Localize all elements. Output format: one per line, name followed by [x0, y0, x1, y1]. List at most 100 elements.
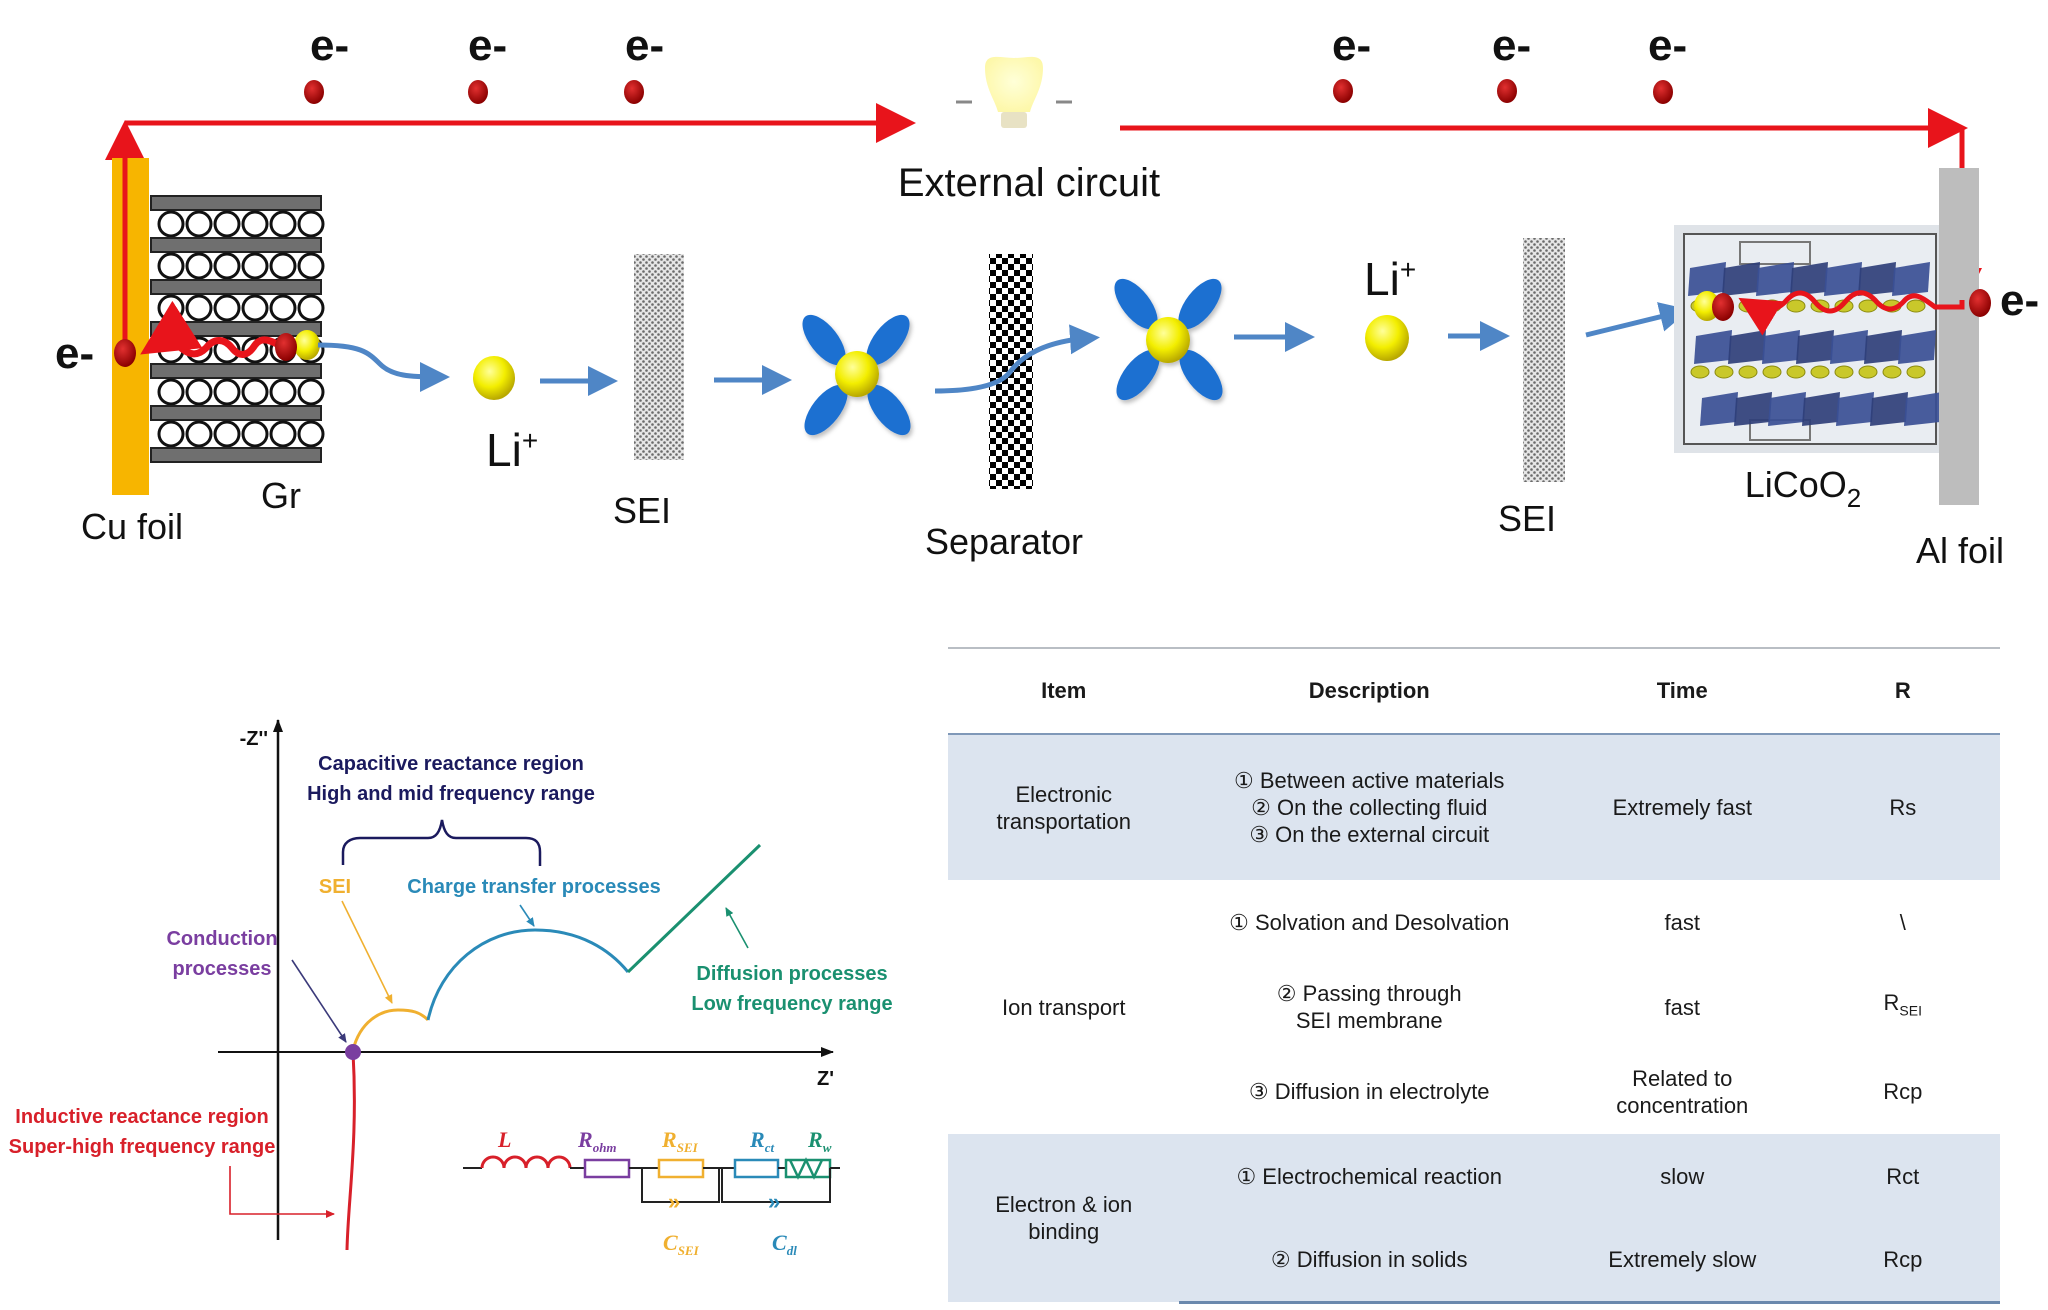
intercalation-site	[213, 378, 241, 406]
cell-description: ② Diffusion in solids	[1179, 1219, 1559, 1304]
table-row: Electron & ion binding ① Electrochemical…	[948, 1134, 2000, 1302]
intercalation-site	[157, 210, 185, 238]
li-ion	[1365, 315, 1409, 361]
coo6-octahedron	[1802, 392, 1840, 426]
conduction-label-line2: processes	[173, 958, 272, 980]
sei-pointer-arrow	[341, 900, 393, 1004]
charge-transfer-semicircle	[426, 928, 630, 1021]
y-axis-label: -Z''	[240, 728, 268, 750]
electron: e-	[1648, 21, 1687, 104]
impedance-process-table: Item Description Time R Electronic trans…	[948, 647, 2000, 1304]
sei-layer-anode	[634, 254, 684, 460]
solvated-li-ion	[802, 314, 911, 436]
ion-arrow	[1585, 302, 1690, 338]
charge-transfer-pointer-arrow	[519, 904, 535, 927]
electron: e-	[1492, 21, 1531, 103]
cell-description: ① Solvation and Desolvation	[1229, 910, 1510, 935]
coo6-octahedron	[1824, 262, 1862, 296]
electron-cathode	[1712, 293, 1734, 321]
intercalation-site	[241, 420, 269, 448]
intercalation-site	[157, 252, 185, 280]
table-header-row: Item Description Time R	[948, 647, 2000, 735]
cell-time: fast	[1664, 910, 1700, 935]
intercalation-site	[269, 420, 297, 448]
cell-time: slow	[1558, 1134, 1806, 1219]
li-site	[1690, 365, 1710, 379]
coo6-octahedron	[1858, 262, 1896, 296]
resistor-R-ct	[733, 1158, 780, 1179]
coo6-octahedron	[1892, 262, 1930, 296]
cell-r: Rcp	[1883, 1079, 1923, 1104]
licoo2-cathode	[1674, 225, 1944, 453]
al-foil	[1939, 168, 1979, 505]
coo6-octahedron	[1762, 330, 1800, 364]
table-row: ③ Diffusion in electrolyte Related to co…	[948, 1049, 2000, 1134]
inductive-curve	[345, 1051, 356, 1251]
solvated-li-ion	[1114, 278, 1223, 401]
sei-cathode-label: SEI	[1498, 498, 1556, 539]
intercalation-site	[297, 210, 325, 238]
graphene-layer	[150, 405, 322, 421]
graphene-layer	[150, 279, 322, 295]
intercalation-site	[241, 210, 269, 238]
external-circuit-label: External circuit	[898, 161, 1160, 205]
high-frequency-intercept-point	[345, 1044, 361, 1060]
charge-transfer-label: Charge transfer processes	[407, 876, 660, 898]
cell-description: ③ Diffusion in electrolyte	[1248, 1079, 1490, 1104]
intercalation-site	[157, 378, 185, 406]
intercalation-site	[297, 294, 325, 322]
intercalation-site	[157, 294, 185, 322]
svg-text:e-: e-	[1648, 21, 1687, 70]
intercalation-site	[269, 378, 297, 406]
coo6-octahedron	[1904, 392, 1942, 426]
svg-text:e-: e-	[625, 21, 664, 70]
intercalation-site	[241, 294, 269, 322]
nyquist-plot: -Z'' Z' Capacitive reactance region High…	[9, 719, 893, 1251]
svg-text:e-: e-	[310, 21, 349, 70]
intercalation-site	[213, 252, 241, 280]
coo6-octahedron	[1734, 392, 1772, 426]
coo6-octahedron	[1870, 392, 1908, 426]
intercalation-site	[185, 210, 213, 238]
intercalation-site	[185, 420, 213, 448]
intercalation-site	[185, 378, 213, 406]
graphene-layer	[150, 237, 322, 253]
capacitor-C-SEI: »	[668, 1189, 680, 1214]
cu-foil	[112, 158, 149, 495]
graphite-anode	[150, 195, 325, 463]
label-R-SEI: RSEI	[661, 1127, 699, 1155]
label-R-ct: Rct	[749, 1127, 774, 1155]
li-site	[1858, 365, 1878, 379]
al-foil-label: Al foil	[1916, 530, 2004, 571]
intercalation-site	[241, 378, 269, 406]
cell-time: fast	[1664, 994, 1700, 1020]
intercalation-site	[241, 252, 269, 280]
cell-r: Rct	[1805, 1134, 2000, 1219]
header-r: R	[1805, 647, 2000, 735]
electron-al-foil	[1969, 289, 1991, 317]
electron: e-	[1332, 21, 1371, 103]
capacitor-C-dl: »	[768, 1189, 780, 1214]
coo6-octahedron	[1768, 392, 1806, 426]
sei-anode-label: SEI	[613, 490, 671, 531]
electron: e-	[468, 21, 507, 104]
cell-item: Electronic transportation	[948, 734, 1180, 880]
li-site	[1906, 299, 1926, 313]
coo6-octahedron	[1796, 330, 1834, 364]
inductive-label-line2: Super-high frequency range	[9, 1136, 276, 1158]
cu-foil-label: Cu foil	[81, 506, 183, 547]
electron-label-left: e-	[55, 329, 94, 378]
intercalation-site	[269, 210, 297, 238]
intercalation-site	[269, 252, 297, 280]
conduction-label-line1: Conduction	[166, 928, 277, 950]
conduction-pointer-arrow	[291, 959, 347, 1043]
intercalation-site	[213, 210, 241, 238]
coo6-octahedron	[1728, 330, 1766, 364]
li-site	[1714, 365, 1734, 379]
intercalation-site	[213, 294, 241, 322]
inductive-pointer-arrow	[229, 1166, 335, 1218]
top-electrons-left: e- e- e-	[304, 21, 664, 104]
inductive-label-line1: Inductive reactance region	[15, 1106, 268, 1128]
coo6-octahedron	[1836, 392, 1874, 426]
